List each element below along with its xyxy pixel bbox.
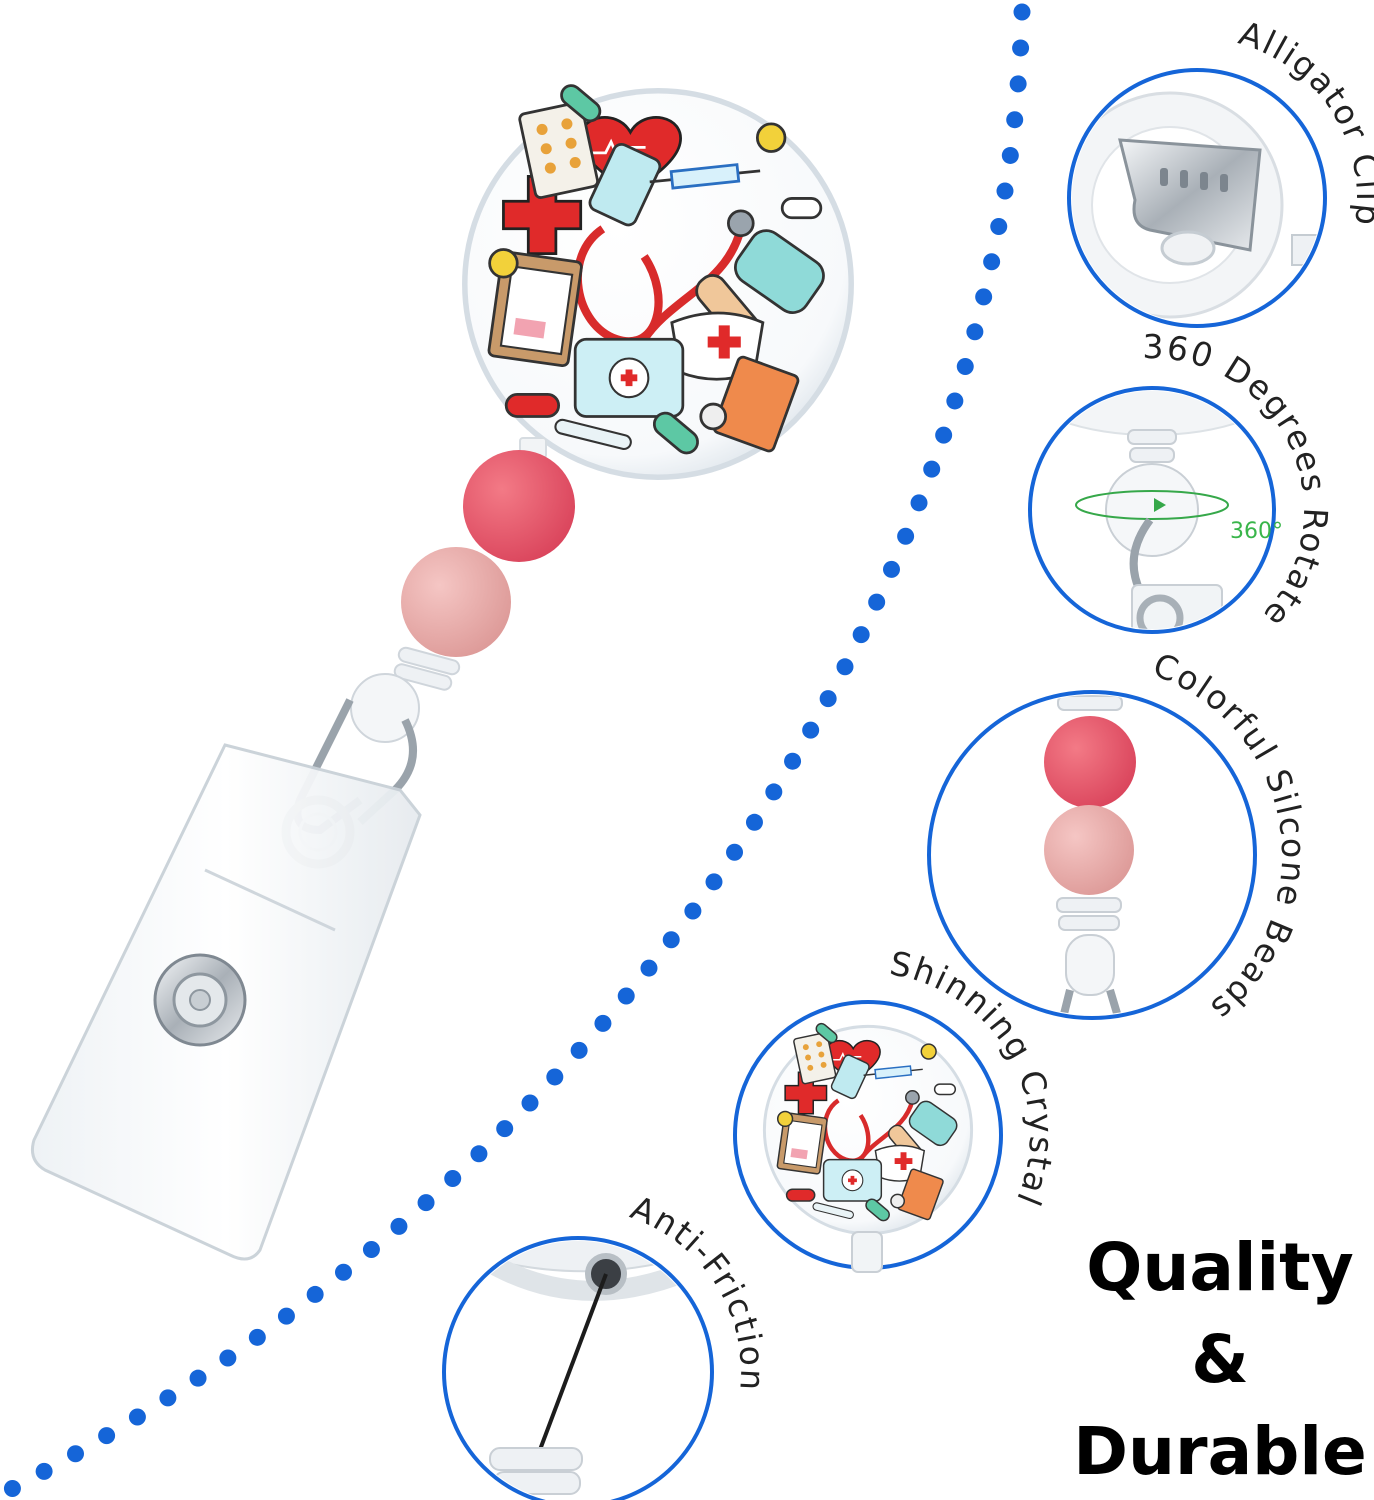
headline-durable: Durable	[1073, 1413, 1367, 1490]
white-spacer	[350, 646, 461, 743]
pink-bead	[401, 547, 511, 657]
detail-anti-friction	[442, 1236, 714, 1500]
clear-vinyl-strap	[30, 743, 422, 1261]
headline: Quality & Durable	[1060, 1222, 1374, 1498]
cord-line	[536, 1273, 608, 1456]
bead-red-closeup	[1044, 716, 1136, 808]
badge-reel-product	[30, 82, 851, 1261]
detail-360-rotate: 360°	[1028, 386, 1283, 634]
detail-silicone-beads	[927, 690, 1257, 1020]
detail-alligator-clip	[1067, 68, 1327, 328]
swivel-icon	[1105, 463, 1199, 557]
detail-shinning-crystal	[733, 1000, 1003, 1273]
rotate-degree-badge: 360°	[1230, 519, 1283, 544]
medical-badge-face	[465, 82, 851, 478]
dotted-arc-decoration	[0, 3, 1031, 1500]
alligator-clip-icon	[1118, 138, 1262, 252]
red-bead	[463, 450, 575, 562]
headline-quality: Quality	[1086, 1229, 1354, 1306]
bead-pink-closeup	[1044, 805, 1134, 895]
headline-ampersand: &	[1191, 1321, 1249, 1398]
